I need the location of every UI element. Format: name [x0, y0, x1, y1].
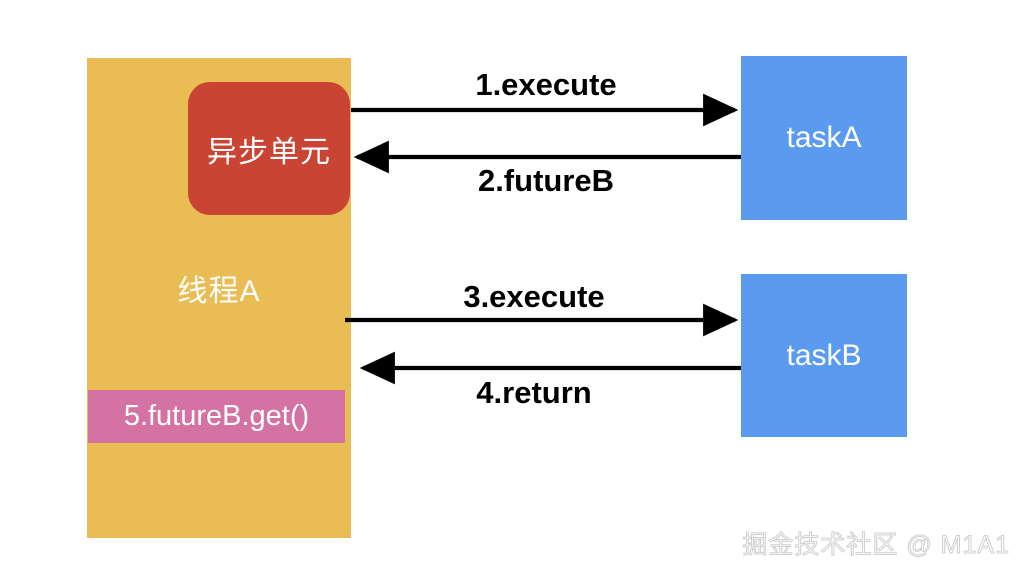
arrow-2-label: 2.futureB: [477, 163, 615, 198]
async-unit-box: 异步单元: [188, 82, 350, 215]
thread-a-label: 线程A: [177, 275, 261, 308]
arrow-3-label: 3.execute: [463, 279, 605, 314]
watermark: 掘金技术社区 @ M1A1: [742, 531, 1010, 560]
task-b-label: taskB: [786, 338, 862, 372]
async-unit-label: 异步单元: [207, 135, 331, 169]
task-b-box: taskB: [741, 274, 907, 437]
task-a-box: taskA: [741, 56, 907, 220]
future-get-bar: 5.futureB.get(): [88, 390, 345, 443]
task-a-label: taskA: [786, 121, 862, 154]
arrow-4-label: 4.return: [476, 375, 592, 410]
arrow-1-label: 1.execute: [475, 67, 617, 102]
future-get-label: 5.futureB.get(): [123, 400, 310, 432]
